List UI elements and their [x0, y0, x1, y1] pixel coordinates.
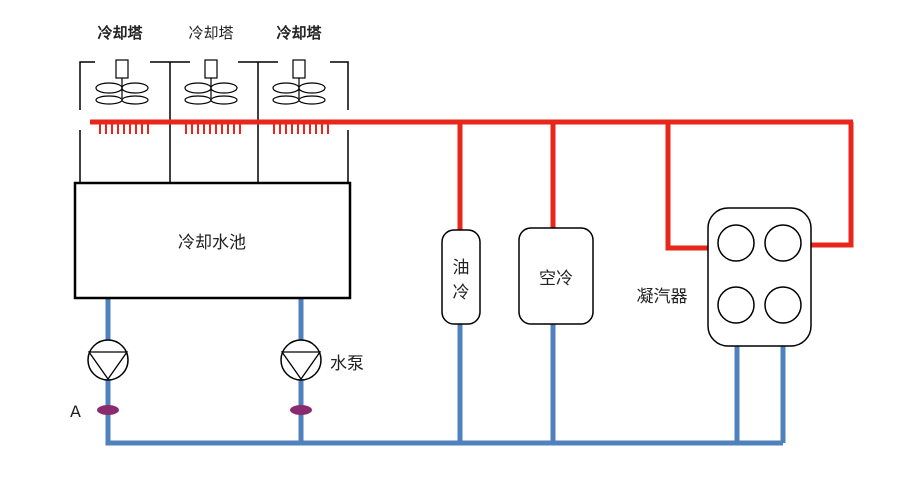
oil-cooler [441, 229, 481, 325]
fan-icon-3 [272, 59, 326, 105]
cooling-tower-label-3: 冷却塔 [276, 24, 322, 42]
oil-cooler-label-1: 油 [453, 258, 470, 278]
condenser-tube [764, 224, 802, 262]
air-cooler [518, 227, 594, 325]
condenser-tube [717, 224, 755, 262]
pool-label: 冷却水池 [178, 233, 246, 253]
oil-cooler-label-2: 冷 [453, 283, 470, 303]
fan-icon-2 [184, 59, 238, 105]
valve-icon-2 [290, 405, 312, 415]
condenser-tube [717, 286, 755, 324]
pump-icon-2 [280, 339, 322, 381]
hot-water-pipes [90, 119, 854, 251]
pump-label: 水泵 [330, 354, 364, 374]
air-cooler-label: 空冷 [539, 269, 573, 289]
point-a-label: A [70, 402, 81, 421]
cooling-pool [73, 181, 352, 300]
cooling-tower-label-1: 冷却塔 [97, 24, 143, 42]
pump-icon-1 [87, 339, 129, 381]
valve-icon-1 [97, 405, 119, 415]
fan-icon-1 [95, 59, 149, 105]
condenser-tube [764, 286, 802, 324]
cooling-tower-label-2: 冷却塔 [188, 24, 233, 42]
condenser [707, 207, 812, 347]
condenser-label: 凝汽器 [637, 287, 688, 307]
